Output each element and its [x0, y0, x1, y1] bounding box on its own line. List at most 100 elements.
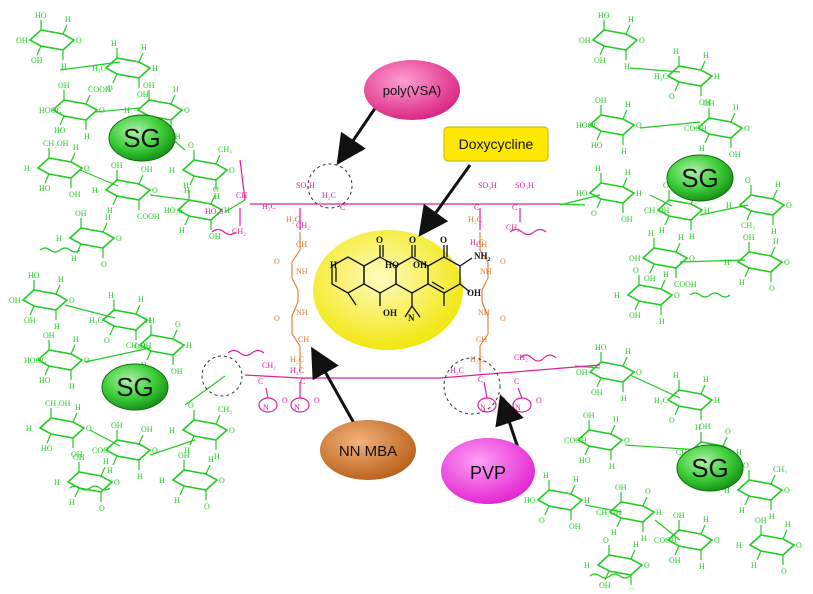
sugar-atom-label: H	[636, 189, 642, 198]
sugar-atom-label: H	[174, 496, 180, 505]
chain-atom-label: N	[294, 403, 300, 412]
sugar-atom-label: H	[56, 234, 62, 243]
sg-badge: SG	[108, 114, 176, 162]
guar-sugar-backbone: OHHOHOHHOH₃CHOHOHHHOOCOHHHOCOOHOHOHOHCOO…	[9, 11, 802, 594]
sugar-atom-label: O	[184, 106, 190, 115]
mba-atom-label: NH	[480, 267, 492, 276]
mba-atom-label: O	[274, 314, 280, 323]
sugar-atom-label: O	[744, 124, 750, 133]
mba-atom-label: O	[274, 257, 280, 266]
sugar-atom-label: OH	[669, 556, 681, 565]
sugar-atom-label: OH	[569, 522, 581, 531]
chain-atom-label: H₂C	[450, 366, 464, 375]
sugar-atom-label: COOH	[654, 536, 677, 545]
poly-vsa-bubble	[364, 60, 460, 120]
drug-atom-label: H	[330, 260, 337, 270]
sugar-atom-label: OH	[629, 254, 641, 263]
lower-chain-line	[244, 364, 601, 379]
sugar-atom-label: HO	[35, 11, 47, 20]
sugar-atom-label: H	[751, 561, 757, 570]
sugar-atom-label: OH	[209, 232, 221, 241]
sugar-atom-label: O	[188, 401, 194, 410]
mba-atom-label: H₂C	[468, 215, 482, 224]
sugar-atom-label: H	[609, 462, 615, 471]
poly-vsa-label: poly(VSA)	[383, 83, 442, 98]
sugar-atom-label: O	[152, 186, 158, 195]
drug-atom-label: OH	[413, 260, 427, 270]
lower-left-wavy	[227, 349, 265, 357]
drug-atom-label: O	[376, 235, 383, 245]
sugar-atom-label: H	[107, 206, 113, 215]
glycosidic-bond	[584, 504, 623, 513]
glycosidic-bond	[149, 194, 191, 201]
sugar-atom-label: COOH	[137, 212, 160, 221]
sugar-atom-label: OH	[75, 209, 87, 218]
sugar-atom-label: OH	[591, 388, 603, 397]
nn-mba-label: NN MBA	[339, 443, 397, 460]
sugar-atom-label: H	[714, 72, 720, 81]
glycosidic-bond	[89, 429, 121, 447]
sugar-atom-label: H	[124, 106, 130, 115]
sugar-atom-label: O	[644, 561, 650, 570]
sugar-atom-label: H	[138, 295, 144, 304]
sugar-atom-label: O	[229, 426, 235, 435]
sugar-atom-label: H	[703, 515, 709, 524]
sugar-atom-label: HO	[524, 496, 536, 505]
sugar-atom-label: H	[775, 180, 781, 189]
doxycycline-halo	[313, 230, 463, 350]
sugar-atom-label: H	[769, 512, 775, 521]
sugar-atom-label: OH	[576, 368, 588, 377]
sugar-atom-label: H	[573, 475, 579, 484]
sugar-atom-label: H	[736, 541, 742, 550]
sugar-atom-label: H	[179, 226, 185, 235]
sugar-atom-label: OH	[31, 56, 43, 65]
chain-atom-label: H₂C	[262, 202, 276, 211]
chain-atom-label: N	[515, 403, 521, 412]
chain-atom-label: C	[300, 377, 305, 386]
sugar-atom-label: H	[625, 100, 631, 109]
sugar-atom-label: O	[591, 209, 597, 218]
drug-atom-label: NH₂	[474, 251, 491, 261]
sugar-atom-label: H₃C	[92, 64, 106, 73]
sugar-atom-label: O	[745, 176, 751, 185]
nn-mba-bubble	[320, 420, 416, 480]
sg-badge: SG	[101, 363, 169, 411]
sugar-atom-label: OH	[16, 36, 28, 45]
sugar-atom-label: O	[69, 296, 75, 305]
sugar-atom-label: H	[183, 181, 189, 190]
sugar-atom-label: H	[184, 446, 190, 455]
chain-continuation	[689, 292, 731, 298]
drug-atom-label: O	[440, 235, 447, 245]
sugar-atom-label: OH	[69, 190, 81, 199]
sugar-atom-label: O	[796, 541, 802, 550]
doxycycline-arrow	[418, 164, 472, 237]
sugar-atom-label: HOOC	[24, 356, 47, 365]
sugar-atom-label: H	[771, 227, 777, 236]
sugar-atom-label: OH	[673, 511, 685, 520]
sugar-atom-label: H	[152, 64, 158, 73]
sugar-atom-label: O	[104, 336, 110, 345]
highlight-circles	[201, 163, 501, 415]
glycosidic-bond	[84, 347, 151, 363]
sugar-atom-label: O	[114, 478, 120, 487]
sugar-atom-label: HO	[595, 343, 607, 352]
chain-atom-label: O	[536, 396, 542, 405]
glycosidic-bond	[649, 194, 673, 207]
sugar-atom-label: OH	[141, 425, 153, 434]
upper-left-branch	[239, 159, 246, 201]
glycosidic-bond	[639, 121, 701, 129]
sugar-atom-label: OH	[24, 316, 36, 325]
sugar-atom-label: O	[743, 461, 749, 470]
sugar-atom-label: O	[99, 106, 105, 115]
sugar-atom-label: H	[584, 561, 590, 570]
sugar-atom-label: H	[703, 51, 709, 60]
